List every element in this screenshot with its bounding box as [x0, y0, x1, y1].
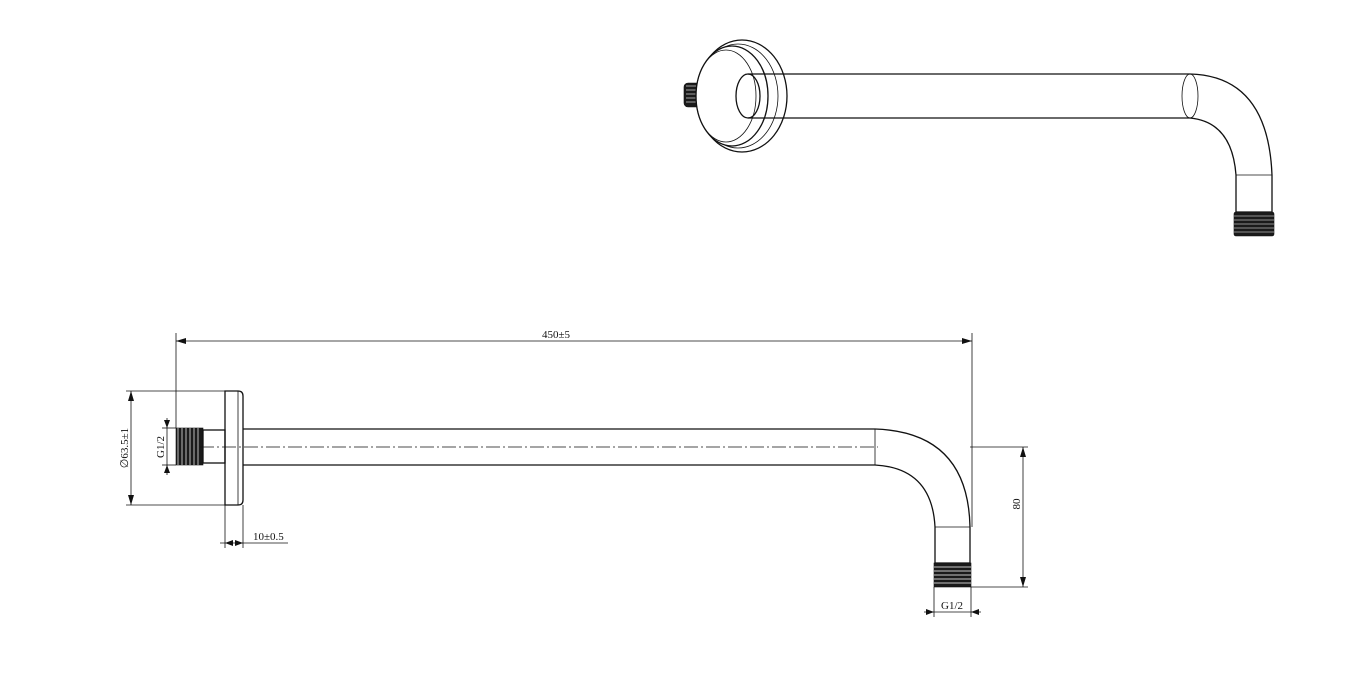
overall-length-label: 450±5 — [542, 329, 571, 341]
dim-overall-length: 450±5 — [175, 329, 973, 527]
dim-flange-diameter: ∅63.5±1 — [119, 390, 225, 506]
iso-outlet-thread — [1233, 211, 1275, 237]
drop-height-label: 80 — [1011, 498, 1023, 510]
side-inlet-thread — [175, 427, 226, 466]
side-outlet-thread — [933, 562, 972, 588]
iso-pipe — [748, 73, 1273, 213]
dim-flange-thickness: 10±0.5 — [220, 505, 288, 548]
side-view — [175, 390, 972, 588]
dim-inlet-thread: G1/2 — [155, 418, 176, 475]
isometric-view — [683, 39, 1275, 237]
inlet-thread-label: G1/2 — [155, 436, 167, 458]
iso-flange — [695, 39, 788, 153]
flange-diameter-label: ∅63.5±1 — [119, 428, 131, 468]
side-pipe — [243, 428, 971, 564]
dim-drop-height: 80 — [970, 446, 1028, 588]
flange-thickness-label: 10±0.5 — [253, 531, 284, 543]
dim-outlet-thread: G1/2 — [924, 587, 981, 617]
outlet-thread-label: G1/2 — [941, 600, 963, 612]
side-flange — [224, 390, 244, 506]
